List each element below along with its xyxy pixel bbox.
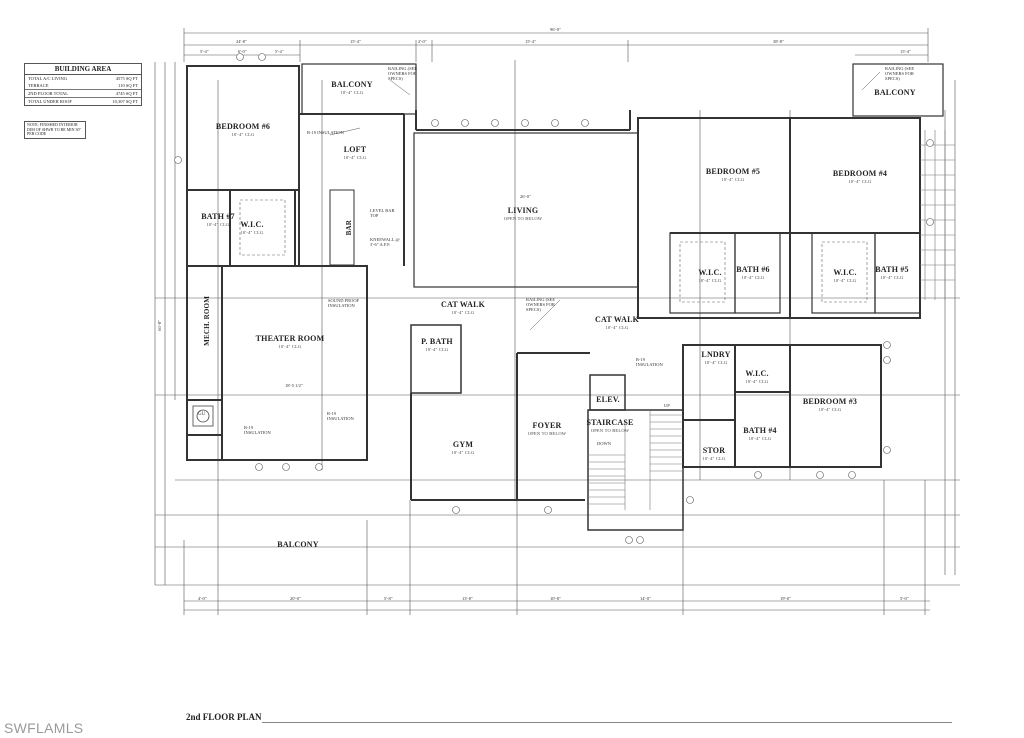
- room-mech: MECH. ROOM: [203, 296, 211, 346]
- title-underline: [262, 722, 952, 723]
- note-railing-living: RAILING (SEE OWNERS FOR SPECS): [526, 297, 556, 312]
- dim-bottom-7: 19'-0": [780, 596, 791, 601]
- dim-bottom-4: 13'-8": [462, 596, 473, 601]
- area-row-2nd-floor-total: 2ND FLOOR TOTAL 4745 SQ FT: [25, 89, 141, 97]
- note-railing-right: RAILING (SEE OWNERS FOR SPECS): [885, 66, 915, 81]
- area-row-total-under-roof: TOTAL UNDER ROOF 10,307 SQ FT: [25, 97, 141, 105]
- room-wic-bedroom-3: W.I.C.10'-4" CLG: [745, 369, 769, 384]
- shower-code-note: NOTE: FINISHED INTERIOR DIM OF SHWR TO B…: [24, 121, 86, 139]
- building-area-title: BUILDING AREA: [25, 64, 141, 75]
- stairs: [588, 130, 955, 510]
- note-insulation-theater-left: R-19 INSULATION: [244, 425, 271, 435]
- note-level-bar-top: LEVEL BAR TOP: [370, 208, 395, 218]
- room-bar: BAR: [345, 220, 353, 236]
- dim-bottom-3: 5'-8": [384, 596, 393, 601]
- walls: [186, 63, 944, 531]
- dim-overall-width: 96'-0": [550, 27, 561, 32]
- dim-living-width: 26'-0": [520, 194, 531, 199]
- dim-bottom-6: 14'-0": [640, 596, 651, 601]
- room-balcony-right: BALCONY: [874, 88, 916, 97]
- dim-theater-width: 18'-5 1/2": [285, 383, 303, 388]
- dim-bottom-5: 10'-8": [550, 596, 561, 601]
- note-railing-top: RAILING (SEE OWNERS FOR SPECS): [388, 66, 418, 81]
- stair-up-label: UP: [664, 403, 670, 408]
- note-insulation-loft: R-19 INSULATION: [307, 130, 344, 135]
- dim-top-4: 15'-4": [525, 39, 536, 44]
- dim-bottom-1: 4'-0": [198, 596, 207, 601]
- ac-unit: [192, 405, 214, 427]
- room-balcony-bottom: BALCONY: [277, 540, 319, 549]
- dim-top-5: 38'-8": [773, 39, 784, 44]
- note-sound-proof: SOUND PROOF INSULATION: [328, 298, 360, 308]
- dimension-lines: [154, 28, 960, 615]
- stair-down-label: DOWN: [597, 441, 611, 446]
- dim-balcony-right: 15'-4": [900, 49, 911, 54]
- room-wic-bedroom-4: W.I.C.10'-4" CLG: [833, 268, 857, 283]
- room-wic-bedroom-5: W.I.C.10'-4" CLG: [698, 268, 722, 283]
- leader-lines: [329, 71, 881, 331]
- dim-bottom-8: 5'-0": [900, 596, 909, 601]
- window-markers: [174, 53, 934, 544]
- note-kneewall: KNEEWALL @ 3'-6" A.F.F.: [370, 237, 400, 247]
- dim-top-1: 24'-8": [236, 39, 247, 44]
- area-row-ac-living: TOTAL A/C LIVING 4575 SQ FT: [28, 76, 138, 81]
- ac-unit-label: GU: [198, 412, 206, 417]
- note-insulation-elevator: R-19 INSULATION: [636, 357, 663, 367]
- watermark: SWFLAMLS: [4, 720, 84, 736]
- dim-top-3: 2'-0": [418, 39, 427, 44]
- room-wic-bedroom-6: W.I.C.10'-4" CLG: [240, 220, 264, 235]
- dim-bottom-2: 20'-0": [290, 596, 301, 601]
- dim-top-sub-1: 5'-4": [200, 49, 209, 54]
- area-row-terrace: TERRACE 110 SQ FT: [28, 83, 138, 88]
- closet-shelving: [239, 199, 868, 303]
- dim-top-sub-2: 6'-0": [238, 49, 247, 54]
- drawing-title: 2nd FLOOR PLAN: [186, 712, 262, 722]
- dim-top-2: 15'-4": [350, 39, 361, 44]
- note-insulation-theater-right: R-19 INSULATION: [327, 411, 354, 421]
- building-area-table: BUILDING AREA TOTAL A/C LIVING 4575 SQ F…: [24, 63, 142, 106]
- dim-top-sub-3: 5'-4": [275, 49, 284, 54]
- dim-overall-depth: 66'-0": [157, 320, 162, 331]
- room-elevator: ELEV.: [596, 395, 620, 404]
